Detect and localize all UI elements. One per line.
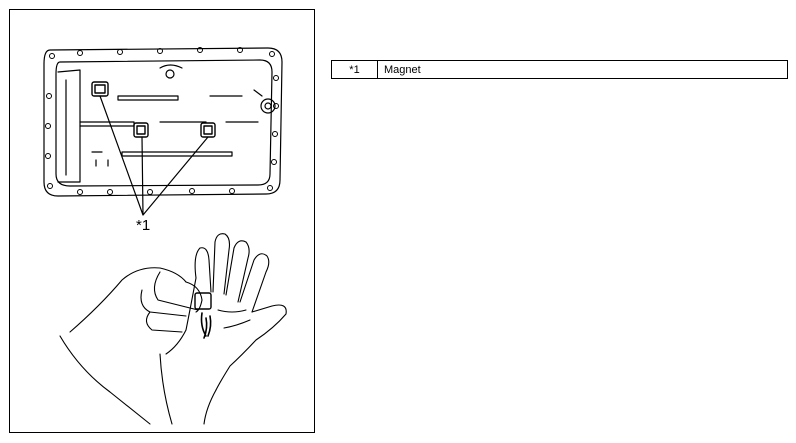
callout-label: *1 bbox=[136, 217, 151, 234]
legend-label: Magnet bbox=[377, 60, 788, 79]
table-row: *1 Magnet bbox=[331, 60, 788, 79]
hands-cleaning-magnet-illustration bbox=[59, 233, 287, 425]
figure-frame: *1 bbox=[9, 9, 315, 433]
legend-key: *1 bbox=[331, 60, 378, 79]
magnet-icon bbox=[91, 81, 216, 138]
oil-pan-illustration bbox=[43, 47, 287, 425]
legend-table: *1 Magnet bbox=[331, 60, 788, 79]
